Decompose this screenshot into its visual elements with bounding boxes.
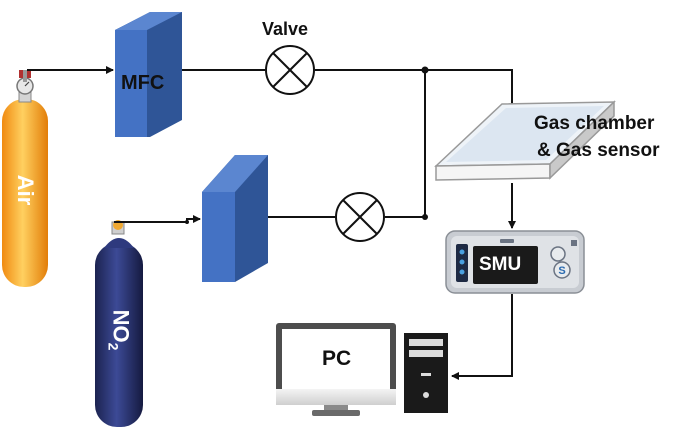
- air-label: Air: [13, 174, 38, 206]
- junction-dot: [185, 220, 189, 224]
- air-cylinder: [2, 70, 48, 287]
- no2-label: NO2: [105, 309, 134, 351]
- pc-tower: [404, 333, 448, 413]
- pc-label: PC: [322, 347, 352, 370]
- smu-label: SMU: [479, 254, 522, 275]
- gas-sensor-label-line2: & Gas sensor: [537, 140, 660, 161]
- mfc-block-bottom: [202, 155, 268, 282]
- valve-cross-icon: [265, 45, 315, 95]
- junction-dot: [422, 214, 428, 220]
- junction-dot: [421, 66, 429, 74]
- no2-cylinder: [95, 220, 143, 427]
- valve2-to-junction-line: [385, 70, 426, 218]
- pc-monitor: [276, 323, 396, 416]
- gas-chamber-label-line1: Gas chamber: [534, 113, 655, 134]
- smu-to-pc-line: [451, 294, 513, 380]
- junction-to-chamber-line: [425, 69, 516, 114]
- valve-cross-icon: [335, 192, 385, 242]
- svg-text:S: S: [558, 265, 565, 277]
- no2-label-subscript: 2: [105, 342, 122, 351]
- mfc-block-top: [115, 12, 182, 137]
- smu-instrument: S: [445, 230, 585, 294]
- s-logo-icon: [553, 261, 571, 279]
- valve-label: Valve: [262, 19, 309, 39]
- mfc-label: MFC: [121, 72, 165, 94]
- no2-label-base: NO: [108, 309, 134, 343]
- gas-chamber: [434, 100, 616, 181]
- gas-lines: [27, 66, 516, 380]
